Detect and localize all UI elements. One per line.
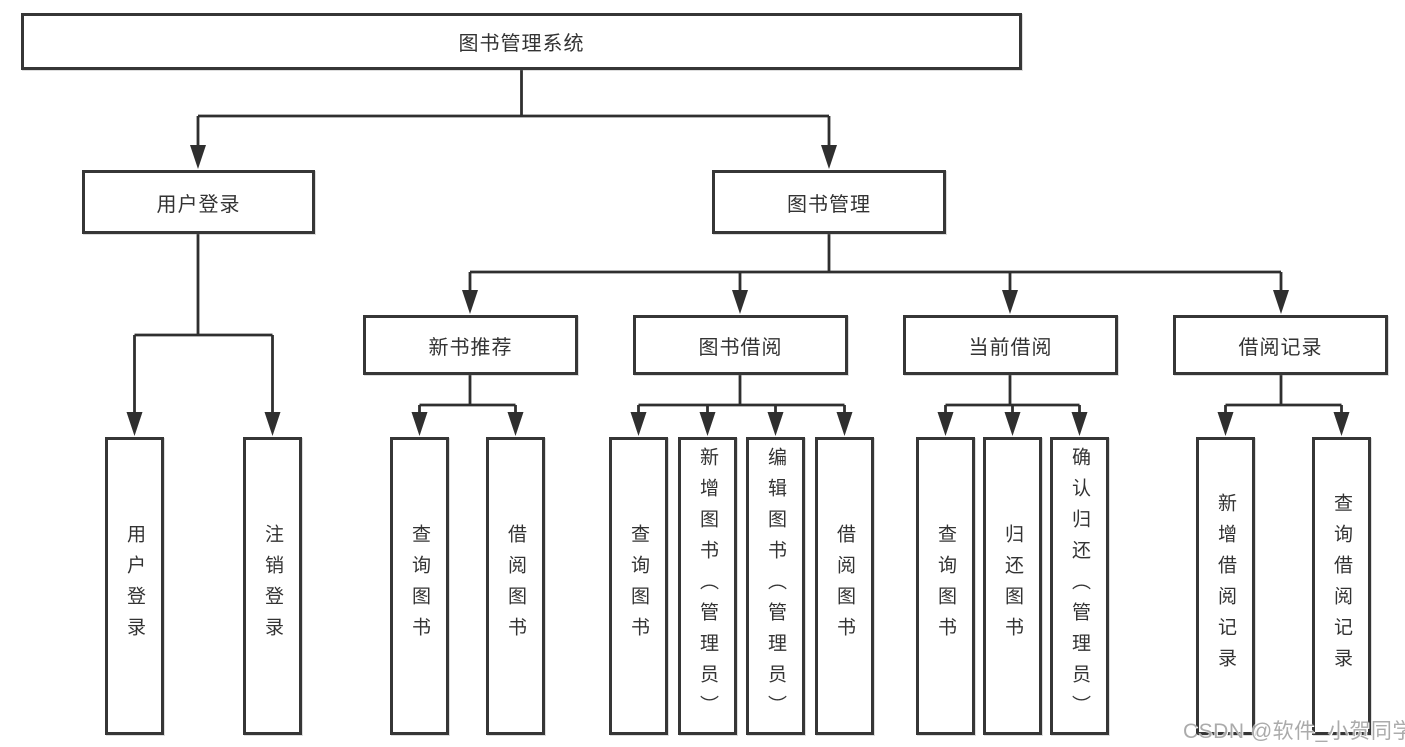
leaf-confirm-return-admin: 确认归还（管理员） <box>1050 437 1109 735</box>
leaf-borrow-books-recommend: 借阅图书 <box>486 437 545 735</box>
leaf-return-books: 归还图书 <box>983 437 1042 735</box>
csdn-watermark: CSDN @软件_小贺同学 <box>1183 720 1405 743</box>
connector-current-borrow-children <box>937 375 1088 436</box>
leaf-query-books-current: 查询图书 <box>916 437 975 735</box>
connector-borrow-record-children <box>1217 375 1350 436</box>
connector-new-book-children <box>411 375 524 436</box>
connector-root-to-level2 <box>190 70 837 169</box>
leaf-borrow-books: 借阅图书 <box>815 437 874 735</box>
leaf-edit-books-admin: 编辑图书（管理员） <box>746 437 805 735</box>
connector-user-login-children <box>126 234 281 436</box>
connector-book-borrow-children <box>630 375 853 436</box>
node-new-book-recommend: 新书推荐 <box>363 315 578 375</box>
leaf-query-borrow-record: 查询借阅记录 <box>1312 437 1371 735</box>
node-root-system: 图书管理系统 <box>21 13 1022 70</box>
leaf-user-login: 用户登录 <box>105 437 164 735</box>
leaf-query-books-recommend: 查询图书 <box>390 437 449 735</box>
connector-book-mgmt-children <box>462 234 1289 314</box>
leaf-query-books-borrow: 查询图书 <box>609 437 668 735</box>
leaf-add-books-admin: 新增图书（管理员） <box>678 437 737 735</box>
leaf-logout: 注销登录 <box>243 437 302 735</box>
node-borrow-record: 借阅记录 <box>1173 315 1388 375</box>
node-book-borrow: 图书借阅 <box>633 315 848 375</box>
node-user-login: 用户登录 <box>82 170 315 234</box>
node-book-management: 图书管理 <box>712 170 946 234</box>
node-current-borrow: 当前借阅 <box>903 315 1118 375</box>
leaf-add-borrow-record: 新增借阅记录 <box>1196 437 1255 735</box>
